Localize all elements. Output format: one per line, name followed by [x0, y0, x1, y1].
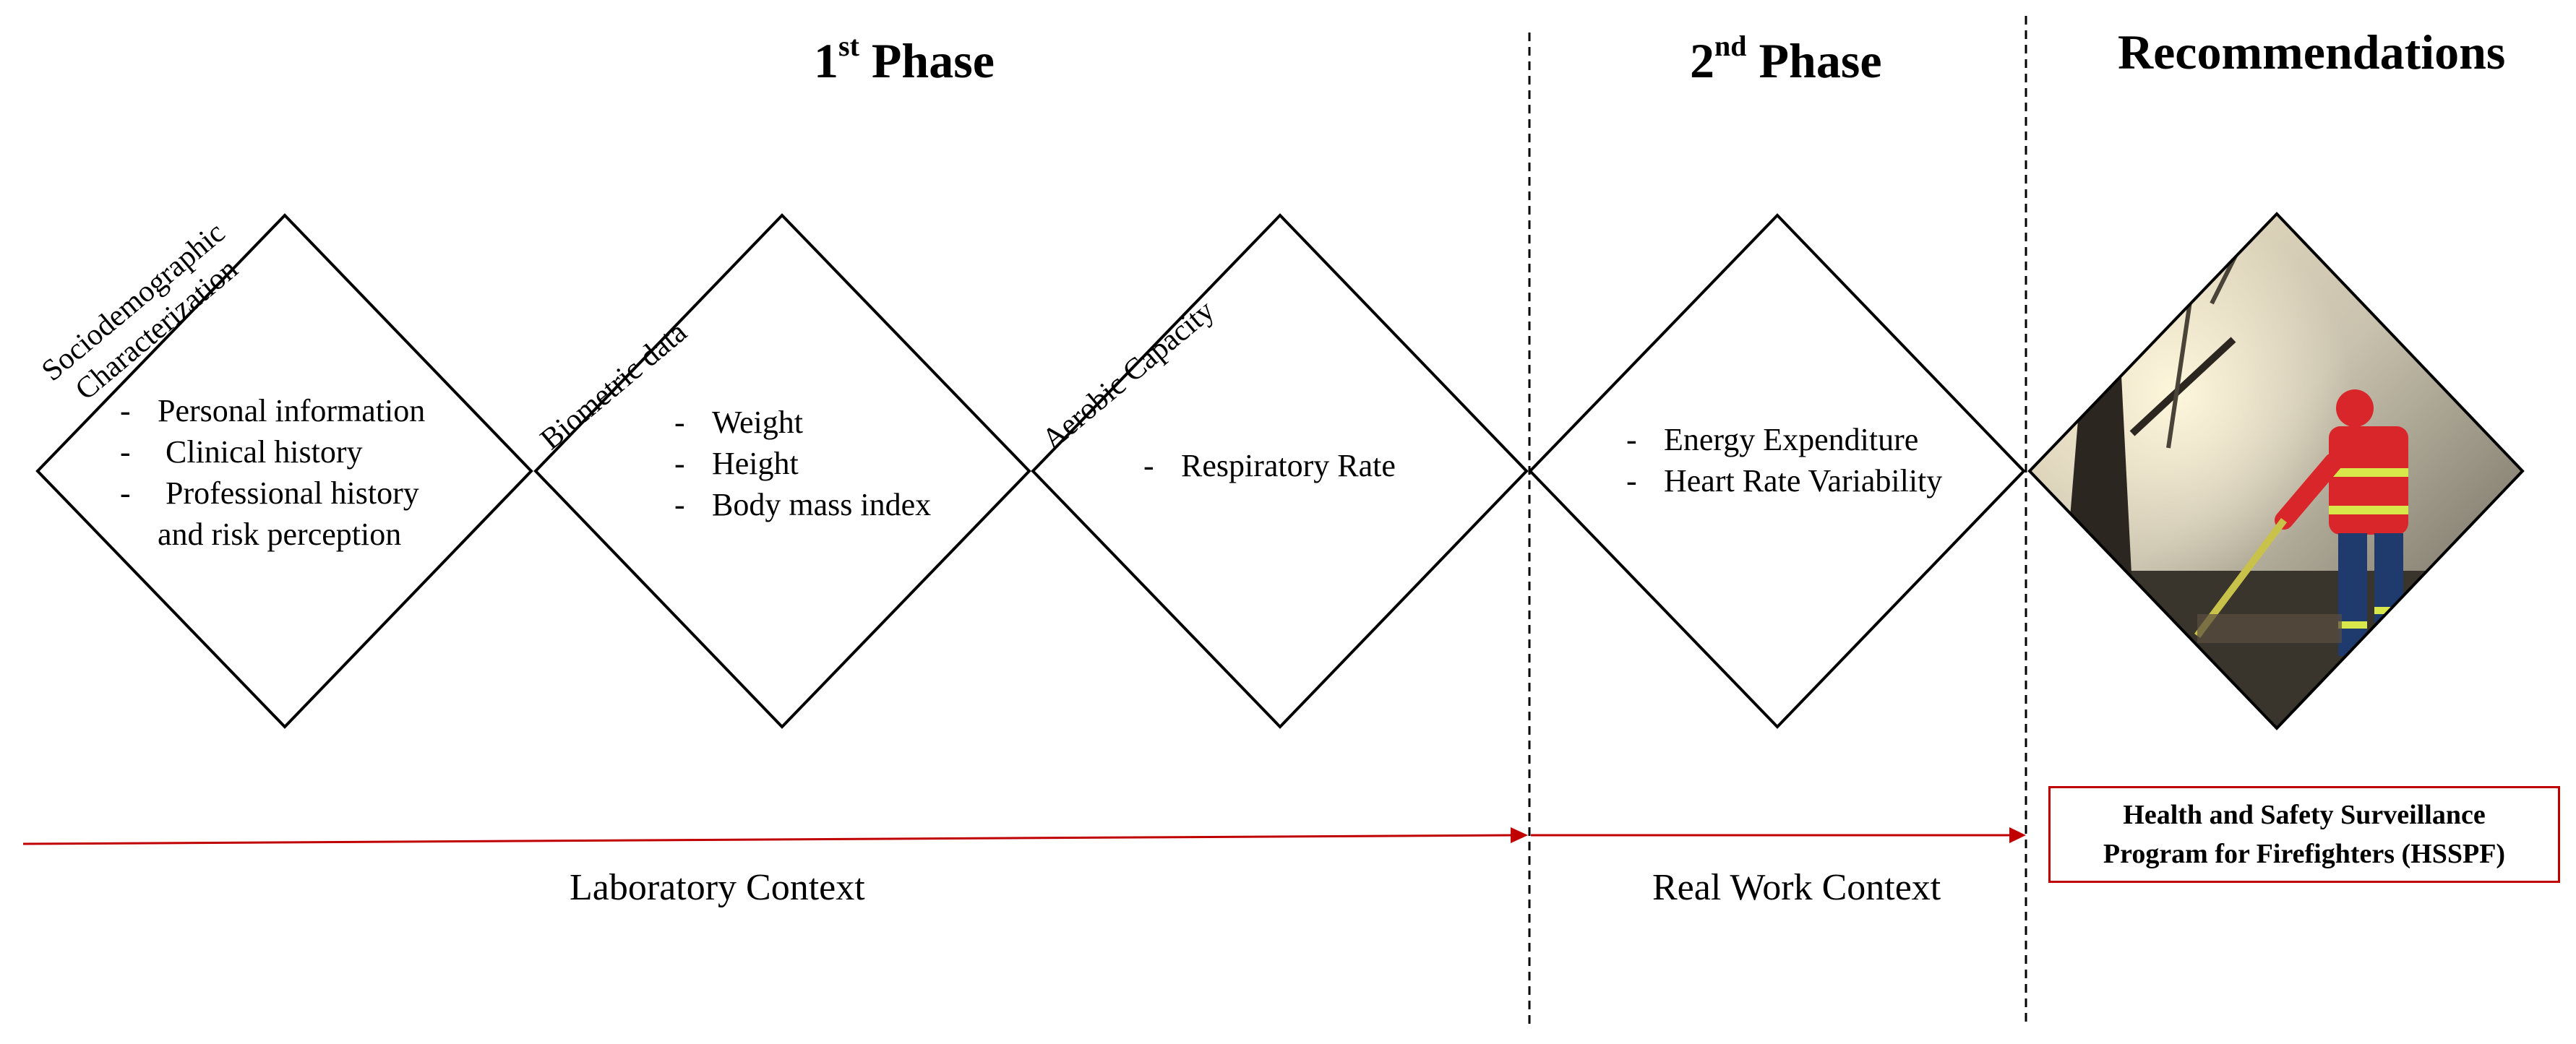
list-item: -Heart Rate Variability [1626, 463, 1943, 499]
list-item: -Body mass index [674, 487, 932, 522]
list-item: -Respiratory Rate [1143, 448, 1396, 483]
aerobic-items: -Respiratory Rate [1143, 445, 1396, 486]
photo-frame [2027, 212, 2525, 730]
list-item: -Weight [674, 405, 803, 440]
list-item: -Energy Expenditure [1626, 422, 1919, 457]
diamond-real-work [1528, 213, 2026, 729]
sociodemographic-items: -Personal information - Clinical history… [120, 390, 425, 555]
diamond-biometric [533, 213, 1031, 729]
list-item: - Clinical history [120, 434, 363, 470]
phase1-title: 1st Phase [814, 30, 995, 88]
laboratory-context-label: Laboratory Context [570, 867, 865, 908]
list-item: -Personal information [120, 393, 426, 428]
program-line-1: Health and Safety Surveillance [2123, 800, 2486, 830]
diamond-aerobic [1031, 213, 1529, 729]
list-item: -Height [674, 446, 799, 481]
list-item-continuation: and risk perception [158, 517, 402, 552]
laboratory-arrow-line [22, 834, 1513, 845]
hsspf-program-box: Health and Safety Surveillance Program f… [2048, 786, 2560, 883]
program-line-2: Program for Firefighters (HSSPF) [2103, 839, 2506, 869]
diamond-sociodemographic [35, 213, 533, 729]
real-work-items: -Energy Expenditure -Heart Rate Variabil… [1626, 419, 1942, 501]
laboratory-arrow-head [1511, 827, 1528, 843]
recommendations-title: Recommendations [2118, 25, 2506, 79]
phase2-title: 2nd Phase [1690, 30, 1882, 88]
real-work-context-label: Real Work Context [1652, 867, 1941, 908]
firefighter-photo [2030, 214, 2523, 728]
real-work-arrow-head [2009, 827, 2026, 843]
biometric-items: -Weight -Height -Body mass index [674, 402, 931, 525]
list-item: - Professional history [120, 475, 419, 511]
